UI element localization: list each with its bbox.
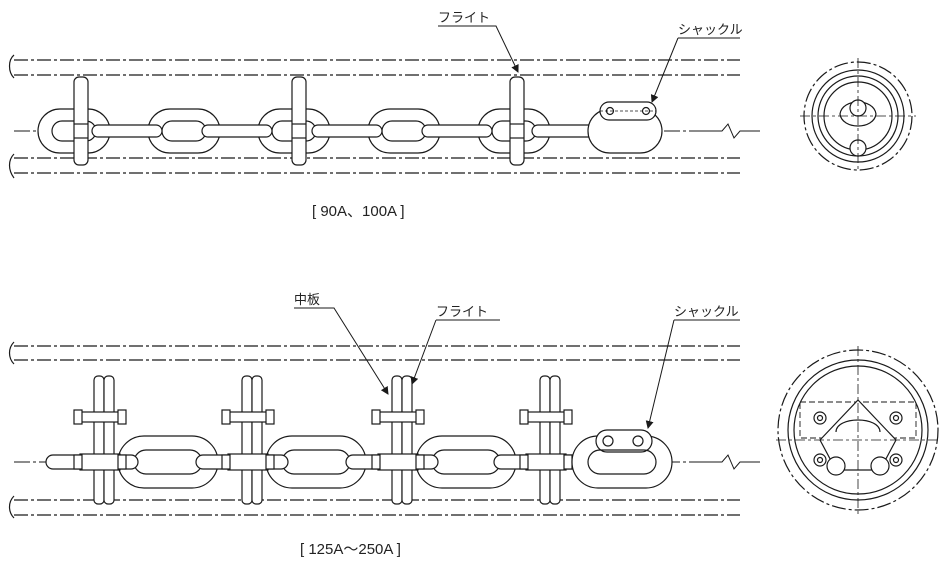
top-shackle-label: シャックル: [678, 23, 743, 38]
bottom-flight-leader: [412, 319, 500, 384]
bottom-caption: [ 125A～250A ]: [300, 541, 401, 558]
bottom-end-view: [776, 346, 940, 514]
bottom-flight-label: フライト: [436, 305, 488, 320]
top-flight-leader: [438, 25, 519, 73]
top-flight-label: フライト: [438, 11, 490, 26]
top-shackle-leader: [652, 37, 740, 102]
top-end-view: [800, 58, 916, 172]
flight-assembly-1: [73, 375, 127, 505]
flight-assembly-2: [221, 375, 275, 505]
bottom-middle-plate-label: 中板: [294, 293, 320, 308]
flight-assembly-4: [519, 375, 573, 505]
bottom-side-view: [8, 341, 760, 519]
flight-assembly-3: [371, 375, 425, 505]
bottom-shackle-leader: [648, 319, 740, 428]
top-caption: [ 90A、100A ]: [312, 203, 405, 220]
bottom-middle-plate-leader: [294, 307, 389, 395]
bottom-shackle-label: シャックル: [674, 305, 739, 320]
top-side-view: [8, 54, 760, 179]
